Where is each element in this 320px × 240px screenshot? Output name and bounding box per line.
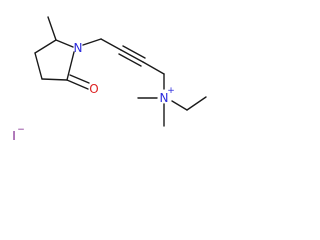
bond-c5-n [55, 39, 74, 48]
bond-carbonyl-b [69, 74, 90, 84]
bond-carbonyl-a [66, 79, 89, 90]
ring-nitrogen-label: N [74, 41, 83, 55]
iodide-symbol-label: I [12, 129, 16, 143]
bond-c2-n [66, 51, 75, 81]
iodide-charge-label: − [17, 125, 25, 135]
bond-triple-1 [120, 49, 144, 63]
ammonium-charge-label: + [167, 86, 175, 96]
molecule-structure: N O N + I − [12, 16, 207, 143]
carbonyl-oxygen-label: O [89, 82, 98, 96]
bond-alkyne-ch2 [142, 61, 165, 75]
bond-c4-c3 [34, 52, 43, 80]
bond-methyl-c5 [47, 16, 57, 41]
bond-n-plus-ethyl-2 [186, 96, 207, 111]
bond-triple-3 [118, 53, 142, 67]
bond-triple-2 [122, 45, 146, 59]
bond-n-plus-ethyl-1 [171, 100, 188, 111]
bond-ch2-alkyne [100, 38, 122, 51]
bond-c5-c4 [34, 39, 57, 54]
bond-c3-c2 [41, 78, 68, 81]
bond-n-ch2 [82, 38, 102, 46]
ammonium-nitrogen-label: N [160, 91, 169, 105]
